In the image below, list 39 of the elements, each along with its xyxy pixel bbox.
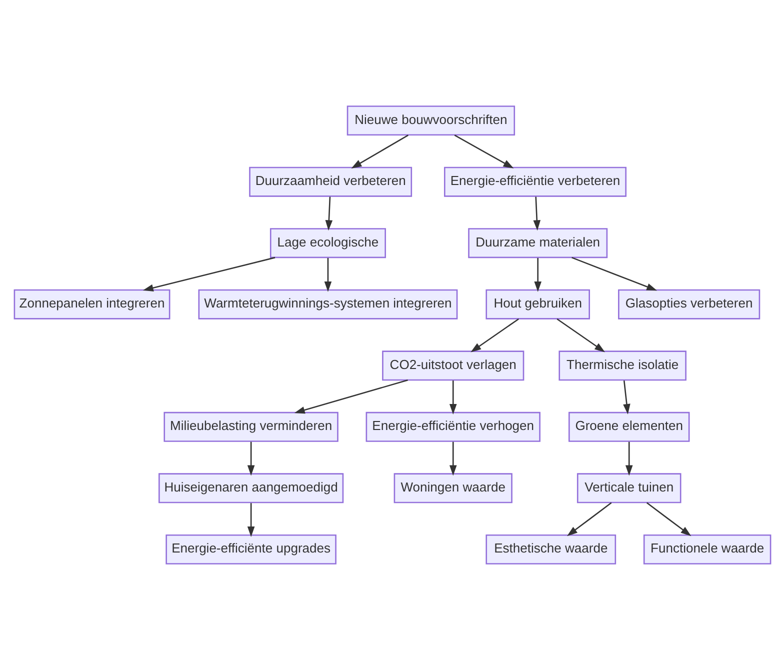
node-box: Zonnepanelen integreren bbox=[13, 289, 170, 320]
node-box: Groene elementen bbox=[568, 412, 690, 442]
arrow bbox=[532, 196, 540, 231]
arrow bbox=[246, 442, 254, 476]
arrow bbox=[622, 380, 630, 414]
arrow bbox=[448, 380, 456, 414]
node-box: Huiseigenaren aangemoedigd bbox=[158, 473, 344, 504]
arrow bbox=[470, 318, 518, 352]
node-box: Energie-efficiënte upgrades bbox=[165, 534, 336, 564]
node-box: Thermische isolatie bbox=[558, 350, 686, 381]
arrow bbox=[534, 258, 541, 292]
arrow bbox=[324, 196, 332, 231]
arrow bbox=[566, 502, 612, 536]
node-box: Nieuwe bouwvoorschriften bbox=[346, 106, 515, 136]
node-box: Energie-efficiëntie verbeteren bbox=[444, 166, 626, 197]
arrow bbox=[624, 442, 632, 476]
arrow bbox=[571, 256, 657, 291]
node-box: Hout gebruiken bbox=[485, 289, 590, 320]
arrow bbox=[448, 442, 456, 476]
node-box: CO2-uitstoot verlagen bbox=[382, 350, 524, 381]
node-box: Milieubelasting verminderen bbox=[163, 412, 338, 442]
node-box: Energie-efficiëntie verhogen bbox=[365, 412, 540, 442]
node-box: Glasopties verbeteren bbox=[618, 289, 760, 320]
arrow bbox=[454, 134, 514, 168]
node-box: Verticale tuinen bbox=[576, 473, 681, 504]
node-box: Woningen waarde bbox=[393, 473, 512, 504]
node-box: Warmteterugwinnings-systemen integreren bbox=[198, 289, 458, 320]
arrow bbox=[646, 502, 691, 536]
arrow bbox=[556, 318, 605, 352]
arrow bbox=[294, 379, 408, 414]
node-box: Lage ecologische bbox=[269, 228, 386, 258]
node-box: Esthetische waarde bbox=[485, 534, 616, 564]
arrow bbox=[246, 503, 254, 537]
node-box: Duurzaamheid verbeteren bbox=[248, 166, 412, 197]
node-box: Functionele waarde bbox=[642, 534, 771, 564]
arrow bbox=[350, 134, 408, 168]
arrow bbox=[142, 256, 275, 292]
arrow bbox=[324, 258, 332, 292]
node-box: Duurzame materialen bbox=[468, 228, 608, 258]
